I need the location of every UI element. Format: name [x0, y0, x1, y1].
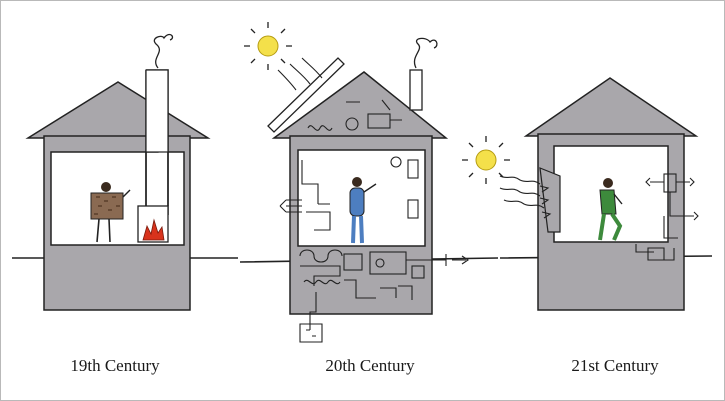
- smoke-icon: [414, 38, 436, 68]
- house-21st-century: [462, 78, 698, 310]
- smoke-icon: [154, 35, 172, 68]
- sun-icon: [244, 22, 292, 70]
- caption-19th-century: 19th Century: [15, 356, 215, 376]
- caption-20th-century: 20th Century: [270, 356, 470, 376]
- house-20th-century: [244, 22, 468, 342]
- caption-21st-century: 21st Century: [515, 356, 715, 376]
- house-19th-century: [28, 35, 208, 310]
- chimney: [410, 70, 422, 110]
- roof: [526, 78, 696, 136]
- roof: [28, 82, 208, 138]
